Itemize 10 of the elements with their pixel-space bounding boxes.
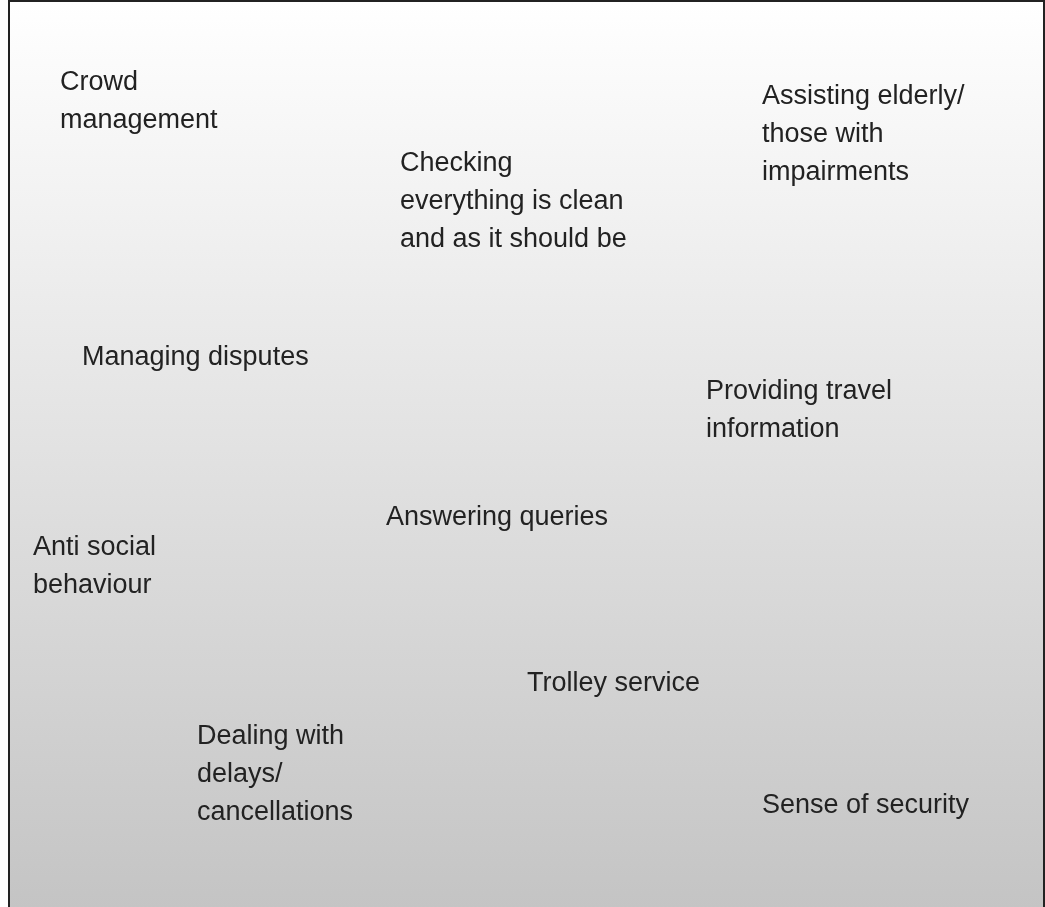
text-label: Providing travel information (706, 374, 893, 445)
text-label: Managing disputes (82, 340, 309, 373)
text-label: Assisting elderly/ those with impairments (762, 79, 965, 188)
text-label: Answering queries (386, 500, 609, 533)
text-label: Crowd management (60, 65, 218, 136)
text-label: Sense of security (762, 788, 970, 821)
text-label: Trolley service (527, 666, 701, 699)
text-label: Anti social behaviour (33, 530, 157, 601)
text-label: Checking everything is clean and as it should be (400, 146, 627, 255)
text-label: Dealing with delays/ cancellations (197, 719, 354, 828)
